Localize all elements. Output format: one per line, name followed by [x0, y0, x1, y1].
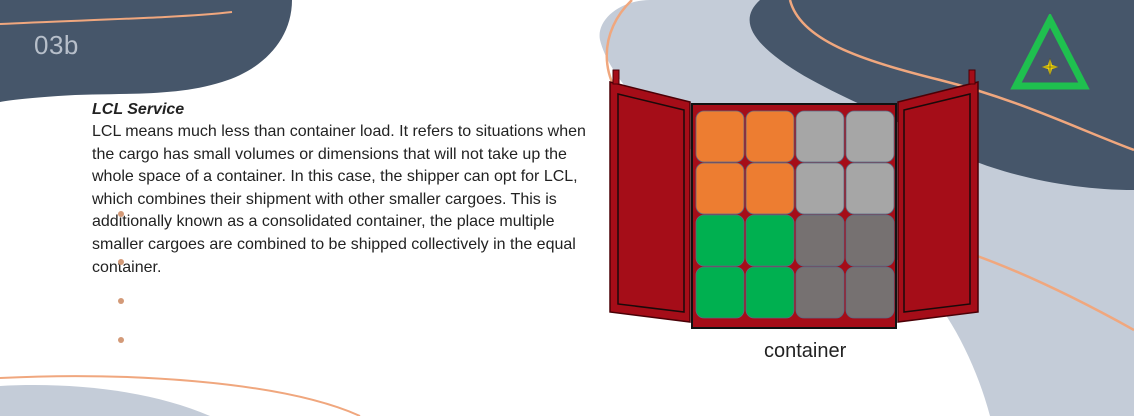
right-door-pin [968, 69, 976, 85]
left-door-pin [612, 69, 620, 85]
cargo-box [795, 214, 845, 267]
star-icon [1041, 58, 1059, 76]
cargo-box [795, 162, 845, 215]
bullet-dot-4 [118, 337, 124, 343]
cargo-box [845, 214, 895, 267]
right-door [897, 81, 979, 323]
section-heading: LCL Service [92, 101, 185, 118]
bottom-left-light-shape [0, 385, 210, 416]
cargo-box [695, 162, 745, 215]
text-content: LCL Service LCL means much less than con… [92, 100, 592, 279]
right-accent-line-3 [959, 248, 1134, 332]
cargo-box [695, 110, 745, 163]
cargo-box [795, 110, 845, 163]
triangle-logo-icon [1010, 14, 1090, 90]
left-door-inner [617, 93, 685, 313]
container-illustration [609, 69, 979, 329]
bullet-dot-1 [118, 211, 124, 217]
cargo-box [745, 214, 795, 267]
cargo-box [695, 266, 745, 319]
bullet-dot-3 [118, 298, 124, 304]
cargo-box [795, 266, 845, 319]
cargo-box [845, 266, 895, 319]
right-door-inner [903, 93, 971, 313]
right-accent-line-2 [788, 0, 1134, 152]
top-left-dark-shape [0, 0, 292, 102]
left-door [609, 81, 691, 323]
figure-caption: container [764, 340, 847, 362]
bottom-left-accent-line [0, 375, 361, 416]
cargo-box [845, 162, 895, 215]
bullet-dot-2 [118, 259, 124, 265]
slide-number: 03b [34, 30, 79, 60]
cargo-box [745, 162, 795, 215]
cargo-box-grid [695, 110, 895, 319]
cargo-box [845, 110, 895, 163]
section-body: LCL means much less than container load.… [92, 123, 586, 276]
cargo-box [745, 110, 795, 163]
cargo-box [745, 266, 795, 319]
cargo-box [695, 214, 745, 267]
top-left-accent-line [0, 11, 233, 25]
